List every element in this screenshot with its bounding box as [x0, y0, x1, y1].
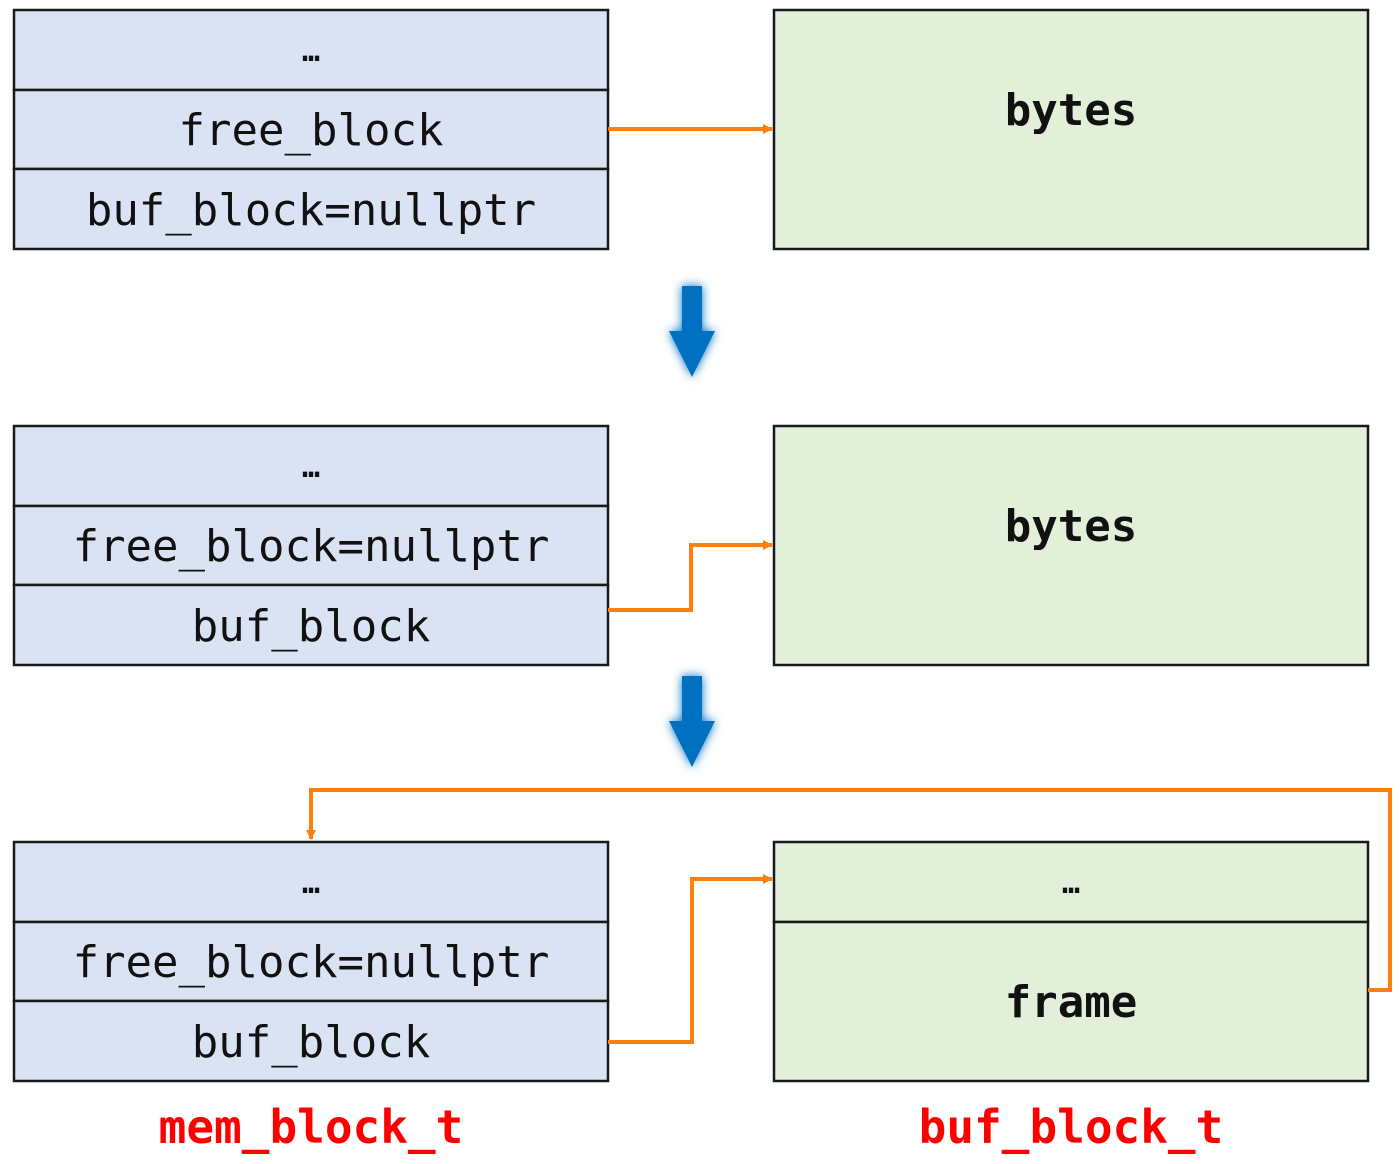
stage-1-bytes-label: bytes: [1005, 85, 1137, 136]
stage-3-buf-field-ellipsis-cell: [772, 840, 1370, 924]
stage-3-buf-block-pointer: [608, 874, 773, 1044]
down-arrow-icon: [669, 676, 715, 767]
stage-1-mem-field-buf-block-cell: [12, 167, 610, 251]
stage-3-mem-field-free-block: free_block=nullptr: [73, 937, 550, 988]
stage-2-mem-field-buf-block: buf_block: [192, 601, 430, 652]
stage-3-buf-field-frame-cell: [772, 920, 1370, 1083]
stage-1-mem-field-free-block-cell: [12, 88, 610, 171]
stage-1-mem-field-free-block: free_block: [179, 105, 444, 156]
stage-2-mem-field-ellipsis: …: [302, 450, 320, 485]
stage-1-buf-block: bytes: [772, 8, 1370, 251]
stage-1-mem-field-buf-block: buf_block=nullptr: [86, 185, 536, 236]
stage-3-mem-field-ellipsis-cell: [12, 840, 610, 924]
stage-1: … free_block buf_block=nullptr bytes: [12, 8, 1370, 251]
stage-2-mem-field-ellipsis-cell: [12, 424, 610, 508]
stage-2: … free_block=nullptr buf_block bytes: [12, 424, 1370, 667]
stage-1-mem-field-ellipsis: …: [302, 34, 320, 69]
stage-1-mem-block: … free_block buf_block=nullptr: [12, 8, 610, 251]
stage-2-mem-block: … free_block=nullptr buf_block: [12, 424, 610, 667]
stage-2-mem-field-buf-block-cell: [12, 583, 610, 667]
down-arrow-icon: [669, 286, 715, 377]
stage-3-mem-field-buf-block-cell: [12, 999, 610, 1083]
mem-block-type-label: mem_block_t: [159, 1100, 464, 1154]
stage-2-bytes-label: bytes: [1005, 501, 1137, 552]
stage-2-buf-block: bytes: [772, 424, 1370, 667]
stage-3-mem-block: … free_block=nullptr buf_block: [12, 840, 610, 1083]
stage-3: … free_block=nullptr buf_block … frame: [12, 788, 1392, 1083]
stage-3-buf-field-ellipsis: …: [1062, 866, 1080, 901]
stage-2-mem-field-free-block: free_block=nullptr: [73, 521, 550, 572]
stage-2-buf-block-pointer: [608, 540, 773, 612]
stage-3-mem-field-buf-block: buf_block: [192, 1017, 430, 1068]
stage-3-mem-field-free-block-cell: [12, 920, 610, 1003]
stage-1-bytes-box: [772, 8, 1370, 251]
stage-2-bytes-box: [772, 424, 1370, 667]
stage-2-mem-field-free-block-cell: [12, 504, 610, 587]
stage-3-buf-field-frame: frame: [1005, 977, 1137, 1028]
stage-3-mem-field-ellipsis: …: [302, 866, 320, 901]
stage-1-mem-field-ellipsis-cell: [12, 8, 610, 92]
stage-3-frame-back-pointer: [306, 788, 1392, 992]
stage-3-buf-block: … frame: [772, 840, 1370, 1083]
buf-block-type-label: buf_block_t: [919, 1100, 1224, 1154]
